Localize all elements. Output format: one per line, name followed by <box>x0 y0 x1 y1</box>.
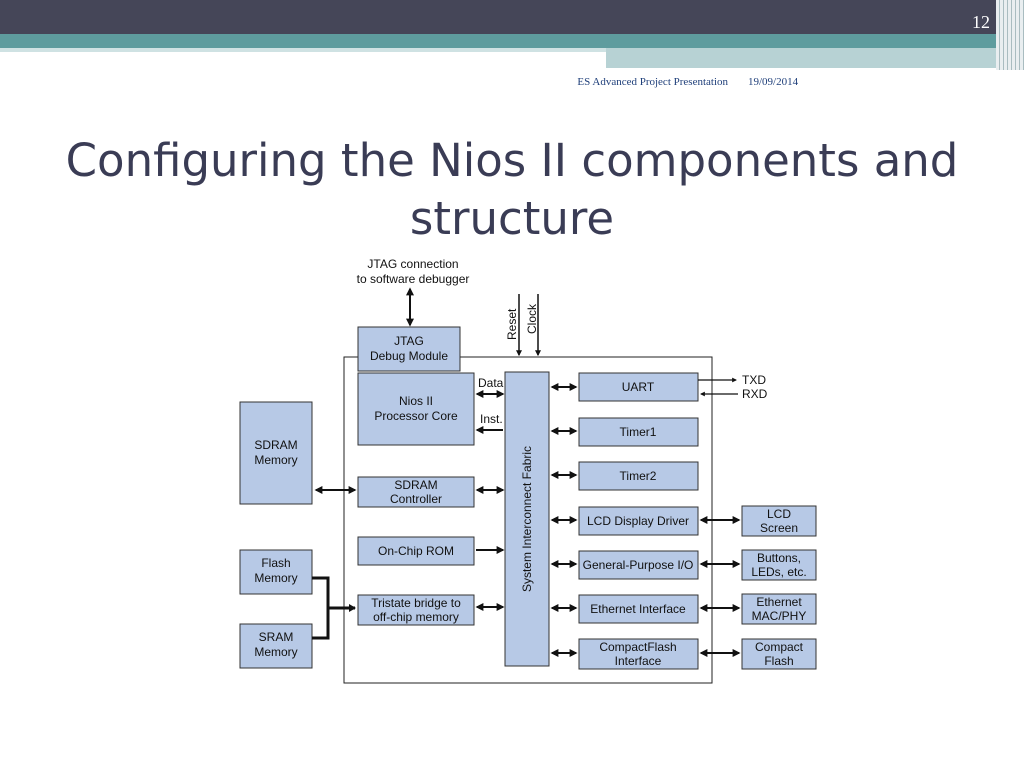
ethernet-interface-label: Ethernet Interface <box>590 602 686 616</box>
inst-label: Inst. <box>480 412 503 426</box>
gpio-block <box>578 550 699 580</box>
flash-memory-label-2: Memory <box>254 571 297 585</box>
data-label: Data <box>478 376 504 390</box>
accent-stripe-light <box>0 48 606 52</box>
nios-processor-core <box>357 372 475 446</box>
accent-stripe-pale <box>606 48 1000 68</box>
compactflash-interface-block <box>578 638 699 670</box>
uart-block <box>578 372 699 402</box>
flash-memory-label-1: Flash <box>261 556 290 570</box>
jtag-debug-module <box>357 326 461 372</box>
top-bar <box>0 0 1024 34</box>
ethernet-interface-block <box>578 594 699 624</box>
rxd-label: RXD <box>742 387 768 401</box>
compact-flash-block <box>741 638 817 670</box>
jtag-module-label-2: Debug Module <box>370 349 448 363</box>
flash-memory <box>239 549 313 595</box>
timer2-label: Timer2 <box>620 469 657 483</box>
sram-memory-label-1: SRAM <box>259 630 294 644</box>
accent-stripe <box>0 34 1000 48</box>
cf-label-1: Compact <box>755 640 804 654</box>
reset-label: Reset <box>505 308 519 340</box>
onchip-rom <box>357 536 475 566</box>
tristate-label-2: off-chip memory <box>373 610 459 624</box>
tristate-label-1: Tristate bridge to <box>371 596 461 610</box>
external-bus-arrowhead <box>349 604 356 612</box>
sdram-memory <box>239 401 313 505</box>
clock-label: Clock <box>525 303 539 334</box>
cf-interface-label-1: CompactFlash <box>599 640 676 654</box>
sdram-controller-label-2: Controller <box>390 492 442 506</box>
sdram-controller <box>357 476 475 508</box>
ethernet-phy-block <box>741 593 817 625</box>
system-interconnect-fabric <box>504 371 550 667</box>
external-memory-bus <box>312 576 355 640</box>
nios-core-label-1: Nios II <box>399 394 433 408</box>
sdram-memory-label-2: Memory <box>254 453 297 467</box>
slide-number: 12 <box>972 12 990 32</box>
lcd-screen-label-1: LCD <box>767 507 791 521</box>
jtag-connection-label-2: to software debugger <box>357 272 470 286</box>
timer1-label: Timer1 <box>620 425 657 439</box>
ethernet-phy-label-1: Ethernet <box>756 595 802 609</box>
cf-label-2: Flash <box>764 654 793 668</box>
lcd-driver-label: LCD Display Driver <box>587 514 689 528</box>
tristate-bridge <box>357 594 475 626</box>
ethernet-phy-label-2: MAC/PHY <box>752 609 807 623</box>
corner-stripes <box>996 0 1024 70</box>
txd-label: TXD <box>742 373 766 387</box>
buttons-label-1: Buttons, <box>757 551 801 565</box>
fabric-label: System Interconnect Fabric <box>520 446 534 592</box>
nios-core-label-2: Processor Core <box>374 409 458 423</box>
timer2-block <box>578 461 699 491</box>
timer1-block <box>578 417 699 447</box>
lcd-screen-label-2: Screen <box>760 521 798 535</box>
sdram-controller-label-1: SDRAM <box>394 478 437 492</box>
buttons-label-2: LEDs, etc. <box>751 565 806 579</box>
slide-title: Configuring the Nios II components and s… <box>65 134 959 245</box>
onchip-rom-label: On-Chip ROM <box>378 544 454 558</box>
sram-memory <box>239 623 313 669</box>
footer-text: ES Advanced Project Presentation <box>577 76 728 88</box>
jtag-connection-label-1: JTAG connection <box>367 257 458 271</box>
lcd-driver-block <box>578 506 699 536</box>
sram-memory-label-2: Memory <box>254 645 297 659</box>
sdram-memory-label-1: SDRAM <box>254 438 297 452</box>
gpio-label: General-Purpose I/O <box>583 558 694 572</box>
cf-interface-label-2: Interface <box>615 654 662 668</box>
footer-date: 19/09/2014 <box>748 76 799 88</box>
uart-label: UART <box>622 380 655 394</box>
jtag-module-label-1: JTAG <box>394 334 424 348</box>
lcd-screen-block <box>741 505 817 537</box>
buttons-block <box>741 549 817 581</box>
